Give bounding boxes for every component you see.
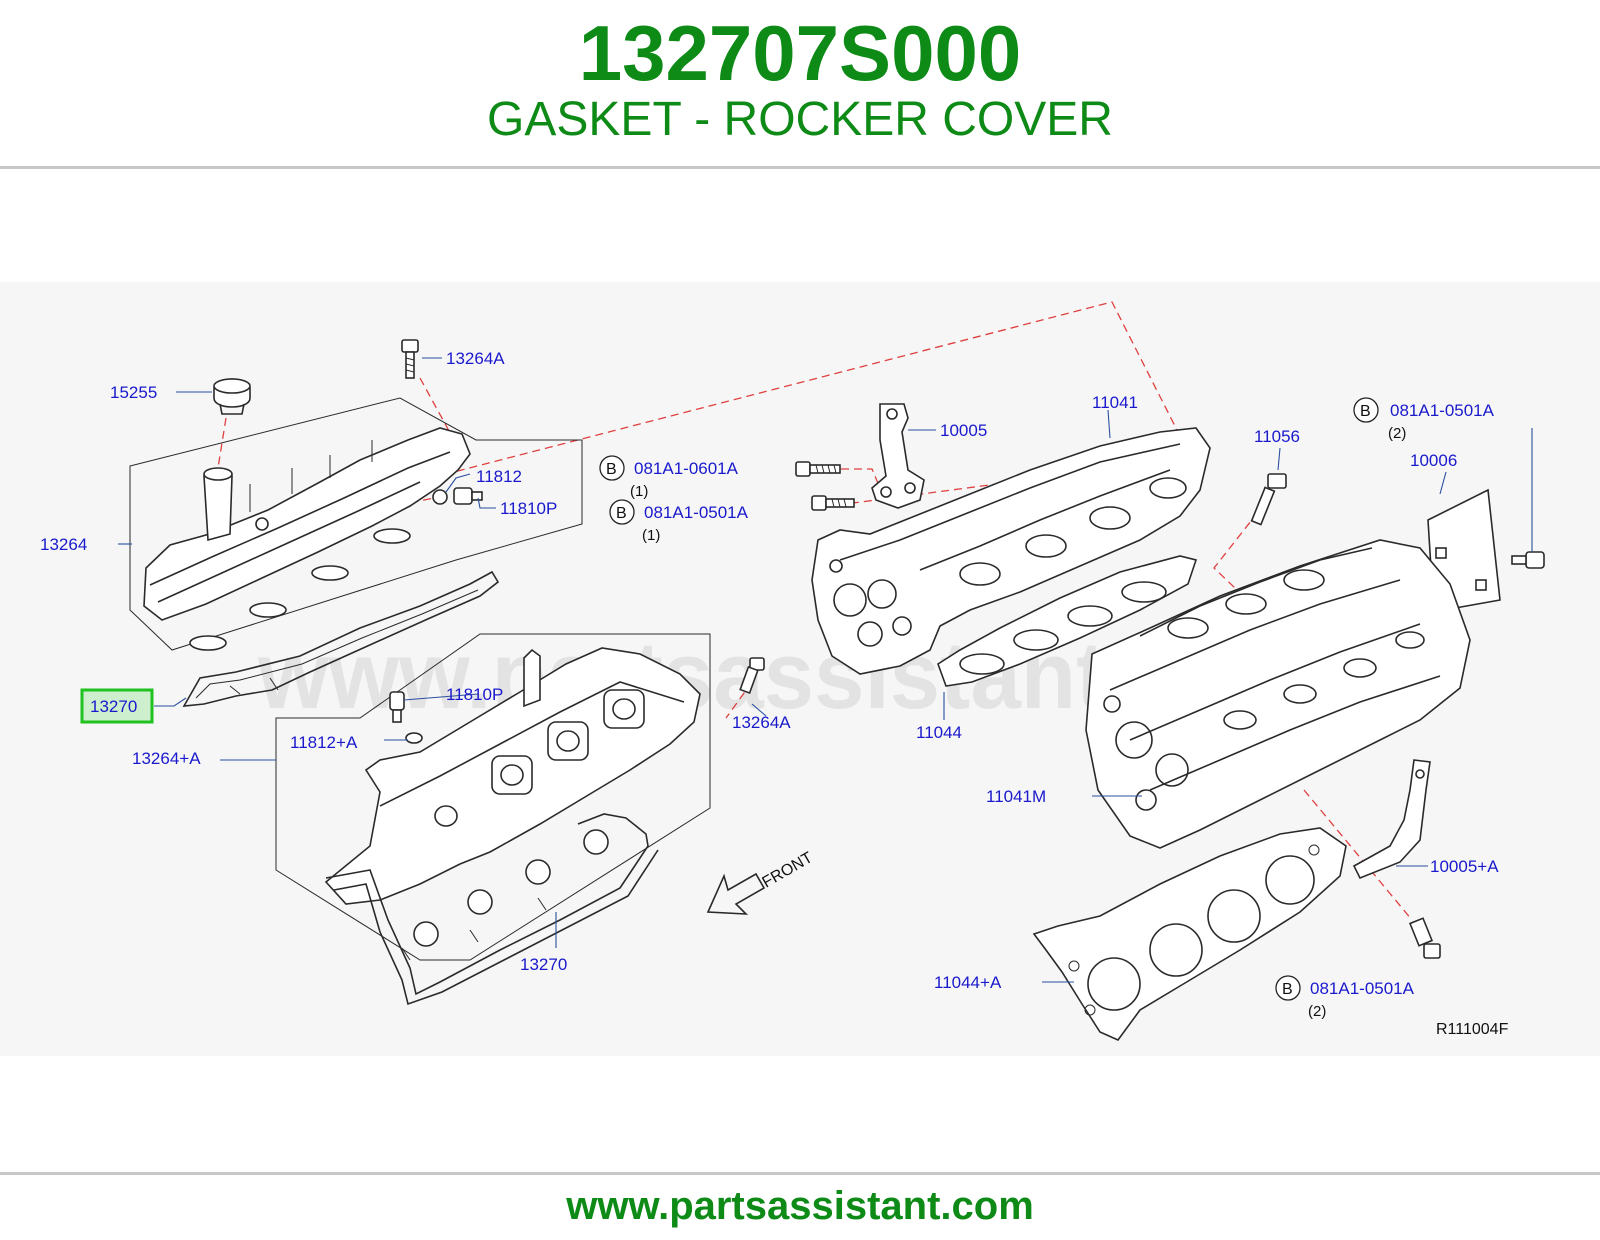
highlighted-callout-box[interactable] bbox=[80, 688, 154, 724]
bolt-081a1-0501a-upper[interactable] bbox=[811, 495, 855, 511]
badge-b-3-letter: B bbox=[1360, 403, 1371, 420]
bolt-081a1-0601a[interactable] bbox=[795, 461, 841, 477]
footer-divider bbox=[0, 1172, 1600, 1175]
badge-b-2-letter: B bbox=[616, 505, 627, 522]
bolt-qty-1: (1) bbox=[630, 483, 648, 500]
bolt-qty-4: (2) bbox=[1308, 1003, 1326, 1020]
callout-13270-lower[interactable]: 13270 bbox=[520, 955, 567, 974]
callout-15255[interactable]: 15255 bbox=[110, 383, 157, 402]
part-number-title: 132707S000 bbox=[578, 9, 1022, 97]
callout-13264a-plus[interactable]: 13264+A bbox=[132, 749, 201, 768]
washer-and-pcv-valve-top[interactable] bbox=[432, 487, 483, 505]
rocker-cover-gasket-upper[interactable] bbox=[182, 570, 500, 707]
bolt-callout-4[interactable]: B 081A1-0501A (2) bbox=[1275, 975, 1415, 1020]
head-gasket-11044[interactable] bbox=[937, 555, 1198, 687]
bolt-qty-3: (2) bbox=[1388, 425, 1406, 442]
page-header: 132707S000 GASKET - ROCKER COVER bbox=[0, 0, 1600, 168]
callout-11041m[interactable]: 11041M bbox=[986, 787, 1046, 806]
head-bolt-11056[interactable] bbox=[1250, 473, 1287, 526]
bolt-callout-1[interactable]: B 081A1-0601A (1) bbox=[599, 455, 739, 500]
callout-11041[interactable]: 11041 bbox=[1092, 393, 1138, 412]
callout-11044a[interactable]: 11044+A bbox=[934, 973, 1002, 992]
callout-11044[interactable]: 11044 bbox=[916, 723, 962, 742]
head-gasket-11044a[interactable] bbox=[1032, 827, 1347, 1041]
badge-b-2 bbox=[609, 499, 635, 525]
bracket-10005[interactable] bbox=[871, 403, 925, 509]
rocker-cover-gasket-lower[interactable] bbox=[325, 813, 659, 1006]
cylinder-head-11041m[interactable] bbox=[1085, 539, 1471, 849]
callout-10006[interactable]: 10006 bbox=[1410, 451, 1457, 470]
callout-11810p-lower[interactable]: 11810P bbox=[446, 685, 503, 704]
bolt-code-2: 081A1-0501A bbox=[644, 503, 749, 522]
bolt-081a1-0501a-right[interactable] bbox=[1511, 551, 1545, 569]
bolt-code-4: 081A1-0501A bbox=[1310, 979, 1415, 998]
diagram-reference-code: R111004F bbox=[1436, 1021, 1509, 1038]
header-divider bbox=[0, 166, 1600, 169]
bolt-callout-3[interactable]: B 081A1-0501A (2) bbox=[1353, 397, 1495, 442]
oil-filler-cap[interactable] bbox=[213, 378, 251, 415]
rocker-cover-upper[interactable] bbox=[129, 397, 583, 651]
callout-13264a-right[interactable]: 13264A bbox=[732, 713, 791, 732]
bolt-code-1: 081A1-0601A bbox=[634, 459, 739, 478]
bolt-callout-2[interactable]: B 081A1-0501A (1) bbox=[609, 499, 749, 544]
callout-11056[interactable]: 11056 bbox=[1254, 427, 1300, 446]
badge-b-3 bbox=[1353, 397, 1379, 423]
footer-website-link[interactable]: www.partsassistant.com bbox=[566, 1184, 1034, 1228]
front-label: FRONT bbox=[760, 849, 816, 891]
callout-leader-lines bbox=[118, 357, 1533, 983]
badge-b-4 bbox=[1275, 975, 1301, 1001]
callout-10005[interactable]: 10005 bbox=[940, 421, 987, 440]
washer-and-pcv-valve-lower[interactable] bbox=[389, 691, 423, 744]
callout-13264a-top[interactable]: 13264A bbox=[446, 349, 505, 368]
callout-11812[interactable]: 11812 bbox=[476, 467, 522, 486]
bracket-10005a[interactable] bbox=[1352, 759, 1431, 880]
callout-13264[interactable]: 13264 bbox=[40, 535, 87, 554]
bolt-081a1-0501a-bottom[interactable] bbox=[1408, 917, 1441, 959]
cylinder-head-11041[interactable] bbox=[811, 427, 1211, 675]
badge-b-1 bbox=[599, 455, 625, 481]
bolt-code-3: 081A1-0501A bbox=[1390, 401, 1495, 420]
callout-labels: 15255 13264A 11812 11810P 13264 13270 11… bbox=[40, 349, 1499, 992]
badge-b-4-letter: B bbox=[1282, 981, 1293, 998]
part-name-subtitle: GASKET - ROCKER COVER bbox=[487, 93, 1113, 146]
front-direction-indicator: FRONT bbox=[706, 849, 816, 915]
badge-b-1-letter: B bbox=[606, 461, 617, 478]
bolt-qty-2: (1) bbox=[642, 527, 660, 544]
callout-11810p-top[interactable]: 11810P bbox=[500, 499, 557, 518]
bolt-13264a-top[interactable] bbox=[401, 339, 419, 379]
callout-10005a[interactable]: 10005+A bbox=[1430, 857, 1499, 876]
callout-13270-highlighted[interactable]: 13270 bbox=[90, 697, 137, 716]
rocker-cover-lower[interactable] bbox=[275, 633, 711, 961]
bolt-13264a-right[interactable] bbox=[739, 657, 765, 695]
callout-11812a[interactable]: 11812+A bbox=[290, 733, 358, 752]
